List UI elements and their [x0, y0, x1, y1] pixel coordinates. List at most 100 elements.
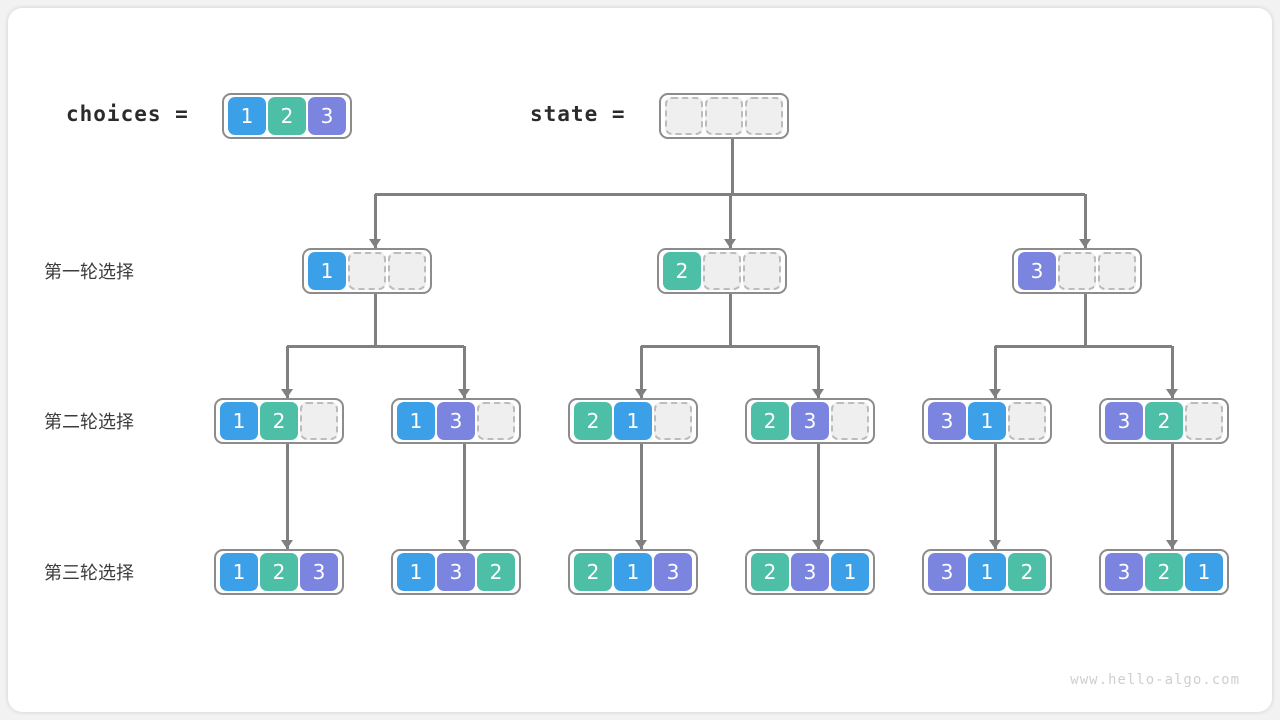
connector-l2-drop-2 [639, 444, 643, 549]
node-l1-3-cell-1 [1058, 252, 1096, 290]
connector-l1-bus-2 [995, 344, 1172, 348]
node-l3-4-cell-2: 1 [831, 553, 869, 591]
connector-l2-drop-0 [285, 444, 289, 549]
node-l1-2: 2 [657, 248, 787, 294]
node-l1-1: 1 [302, 248, 432, 294]
node-l2-1-cell-0: 1 [220, 402, 258, 440]
arrowhead-level3-1 [458, 540, 470, 549]
connector-l1-drop-0-0 [285, 346, 289, 398]
choices-cell-2: 3 [308, 97, 346, 135]
node-l2-4-cell-2 [831, 402, 869, 440]
node-l3-6-cell-1: 2 [1145, 553, 1183, 591]
choices-cell-0: 1 [228, 97, 266, 135]
node-l2-1-cell-1: 2 [260, 402, 298, 440]
node-l3-1-cell-1: 2 [260, 553, 298, 591]
node-l3-3-cell-0: 2 [574, 553, 612, 591]
node-l2-3-cell-2 [654, 402, 692, 440]
state-cell-2 [745, 97, 783, 135]
arrowhead-level2-0 [281, 389, 293, 398]
node-l1-2-cell-1 [703, 252, 741, 290]
node-l2-2-cell-0: 1 [397, 402, 435, 440]
node-l2-1-cell-2 [300, 402, 338, 440]
connector-l1-stem-1 [728, 294, 732, 346]
state-cell-1 [705, 97, 743, 135]
connector-root-drop-0 [373, 194, 377, 248]
connector-l1-drop-1-0 [639, 346, 643, 398]
connector-l1-drop-1-1 [816, 346, 820, 398]
state-cell-0 [665, 97, 703, 135]
connector-l1-bus-1 [641, 344, 818, 348]
arrowhead-level1-0 [369, 239, 381, 248]
arrowhead-level2-5 [1166, 389, 1178, 398]
node-l3-1-cell-2: 3 [300, 553, 338, 591]
connector-l1-drop-0-1 [462, 346, 466, 398]
state-array [659, 93, 789, 139]
node-l1-1-cell-0: 1 [308, 252, 346, 290]
node-l1-3: 3 [1012, 248, 1142, 294]
node-l1-1-cell-1 [348, 252, 386, 290]
connector-l2-drop-3 [816, 444, 820, 549]
node-l3-3-cell-2: 3 [654, 553, 692, 591]
node-l3-5-cell-2: 2 [1008, 553, 1046, 591]
arrowhead-level2-2 [635, 389, 647, 398]
node-l2-3-cell-0: 2 [574, 402, 612, 440]
node-l3-6-cell-0: 3 [1105, 553, 1143, 591]
arrowhead-level3-2 [635, 540, 647, 549]
arrowhead-level3-5 [1166, 540, 1178, 549]
node-l3-6-cell-2: 1 [1185, 553, 1223, 591]
connector-l1-drop-2-0 [993, 346, 997, 398]
arrowhead-level3-3 [812, 540, 824, 549]
node-l3-1-cell-0: 1 [220, 553, 258, 591]
connector-l1-drop-2-1 [1170, 346, 1174, 398]
connector-l1-stem-2 [1083, 294, 1087, 346]
row-label-level1: 第一轮选择 [44, 262, 134, 283]
watermark: www.hello-algo.com [1070, 672, 1240, 688]
node-l2-5-cell-1: 1 [968, 402, 1006, 440]
node-l1-3-cell-0: 3 [1018, 252, 1056, 290]
state-label: state = [530, 102, 626, 126]
node-l2-6-cell-1: 2 [1145, 402, 1183, 440]
arrowhead-level2-1 [458, 389, 470, 398]
node-l3-2-cell-0: 1 [397, 553, 435, 591]
node-l3-5-cell-0: 3 [928, 553, 966, 591]
connector-l1-bus-0 [287, 344, 464, 348]
node-l2-4-cell-1: 3 [791, 402, 829, 440]
arrowhead-level2-3 [812, 389, 824, 398]
node-l2-6-cell-2 [1185, 402, 1223, 440]
arrowhead-level3-4 [989, 540, 1001, 549]
arrowhead-level1-2 [1079, 239, 1091, 248]
node-l2-2-cell-1: 3 [437, 402, 475, 440]
connector-l2-drop-4 [993, 444, 997, 549]
node-l2-2-cell-2 [477, 402, 515, 440]
node-l1-2-cell-0: 2 [663, 252, 701, 290]
connector-l1-stem-0 [373, 294, 377, 346]
arrowhead-level2-4 [989, 389, 1001, 398]
node-l3-5-cell-1: 1 [968, 553, 1006, 591]
node-l2-4-cell-0: 2 [751, 402, 789, 440]
node-l1-2-cell-2 [743, 252, 781, 290]
arrowhead-level1-1 [724, 239, 736, 248]
node-l2-5-cell-0: 3 [928, 402, 966, 440]
node-l3-2-cell-1: 3 [437, 553, 475, 591]
node-l2-6-cell-0: 3 [1105, 402, 1143, 440]
arrowhead-level3-0 [281, 540, 293, 549]
connector-root-stem [730, 139, 734, 194]
node-l3-4-cell-0: 2 [751, 553, 789, 591]
node-l3-4-cell-1: 3 [791, 553, 829, 591]
connector-l2-drop-1 [462, 444, 466, 549]
connector-root-drop-2 [1083, 194, 1087, 248]
